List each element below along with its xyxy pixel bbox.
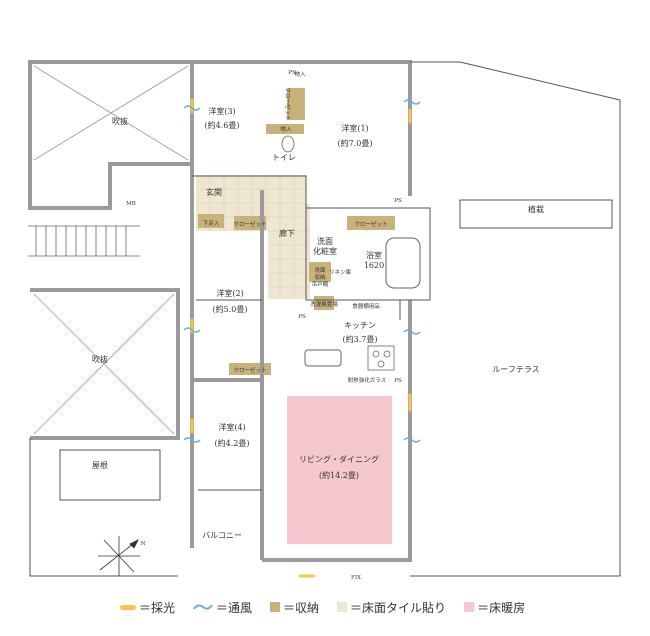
room-planting: 植栽	[528, 204, 544, 214]
laundry-storage-label: 洗濯機置場	[310, 300, 338, 308]
room-western1-name: 洋室(1)	[341, 123, 368, 133]
closet-w2-label: クローゼット	[233, 366, 266, 374]
void-marks	[33, 65, 189, 435]
room-bath-size: 1620	[364, 261, 384, 270]
legend-wind-label: ＝通風	[216, 600, 253, 615]
room-balcony: バルコニー	[202, 531, 242, 540]
stove-icon	[367, 345, 395, 371]
legend-floor-heating-label: ＝床暖房	[477, 600, 526, 615]
room-bath-name: 浴室	[366, 250, 382, 260]
floor-heating-swatch-icon	[464, 602, 475, 612]
light-icon	[120, 604, 136, 610]
pantry-label: 吊戸棚	[312, 280, 329, 288]
linen-label: リネン庫	[329, 268, 352, 276]
legend-storage: ＝収納	[270, 599, 319, 616]
closet-w3-label: クローゼット	[284, 87, 292, 120]
room-hallway: 廊下	[279, 228, 295, 238]
ps-mark-4: PS	[298, 314, 306, 320]
stairs	[28, 225, 140, 257]
wind-icon	[193, 604, 213, 610]
storage-top-label: 物入	[294, 70, 306, 78]
compass-icon	[98, 536, 140, 576]
living-floor-heating	[287, 396, 392, 544]
mb-mark: MB	[126, 201, 136, 207]
room-western4-name: 洋室(4)	[218, 422, 245, 432]
ps-mark-3: PS	[394, 378, 402, 384]
fire-glass-label: 耐熱強化ガラス	[348, 376, 386, 384]
shoe-storage-label: 下足入	[203, 220, 220, 227]
dish-shelf-label: 食器棚用品	[352, 302, 380, 310]
room-void-bottom: 吹抜	[92, 354, 108, 364]
ps-mark-1: PS	[288, 70, 296, 76]
legend-light: ＝採光	[120, 599, 175, 616]
room-western4-size: (約4.2畳)	[215, 438, 250, 448]
room-living-name: リビング・ダイニング	[299, 454, 379, 464]
kitchen-sink	[304, 349, 342, 367]
room-western3-name: 洋室(3)	[208, 106, 235, 116]
room-kitchen-size: (約3.7畳)	[343, 334, 378, 344]
closet-entry-label: クローゼット	[233, 220, 266, 228]
bathtub	[385, 237, 421, 289]
walls	[28, 60, 412, 562]
legend-tile: ＝床面タイル貼り	[337, 599, 446, 616]
wind-marks	[183, 99, 421, 443]
closet-w1-label: クローゼット	[354, 220, 387, 228]
fix-mark: FIX	[351, 575, 361, 581]
legend-floor-heating: ＝床暖房	[464, 599, 525, 616]
tile-swatch-icon	[337, 602, 348, 612]
wash-storage-line2: 収納	[314, 273, 326, 281]
room-roof: 屋根	[92, 460, 108, 470]
room-kitchen-name: キッチン	[344, 321, 376, 330]
legend-wind: ＝通風	[193, 599, 252, 616]
thin-walls	[29, 61, 621, 577]
compass-n-label: N	[141, 541, 146, 547]
legend-tile-label: ＝床面タイル貼り	[350, 600, 447, 615]
room-western2-size: (約5.0畳)	[213, 304, 248, 314]
room-washroom-line2: 化粧室	[313, 246, 337, 256]
storage-swatch-icon	[270, 602, 281, 612]
legend-light-label: ＝採光	[139, 600, 176, 615]
hallway-tile-floor	[268, 204, 310, 299]
light-marks	[190, 98, 412, 578]
room-living-size: (約14.2畳)	[319, 470, 359, 480]
room-toilet: トイレ	[272, 153, 296, 162]
room-entrance: 玄関	[206, 187, 222, 197]
storage-hall-label: 物入	[280, 125, 292, 133]
legend-storage-label: ＝収納	[283, 600, 320, 615]
room-western3-size: (約4.6畳)	[205, 120, 240, 130]
toilet-icon	[281, 135, 295, 153]
legend: ＝採光 ＝通風 ＝収納 ＝床面タイル貼り ＝床暖房	[120, 598, 620, 616]
ps-mark-2: PS	[394, 198, 402, 204]
room-western2-name: 洋室(2)	[216, 288, 243, 298]
room-washroom-line1: 洗面	[317, 236, 333, 246]
room-western1-size: (約7.0畳)	[338, 138, 373, 148]
room-void-top: 吹抜	[112, 116, 128, 126]
room-roof-terrace: ルーフテラス	[492, 365, 539, 374]
wash-storage-line1: 洗面	[314, 266, 326, 274]
